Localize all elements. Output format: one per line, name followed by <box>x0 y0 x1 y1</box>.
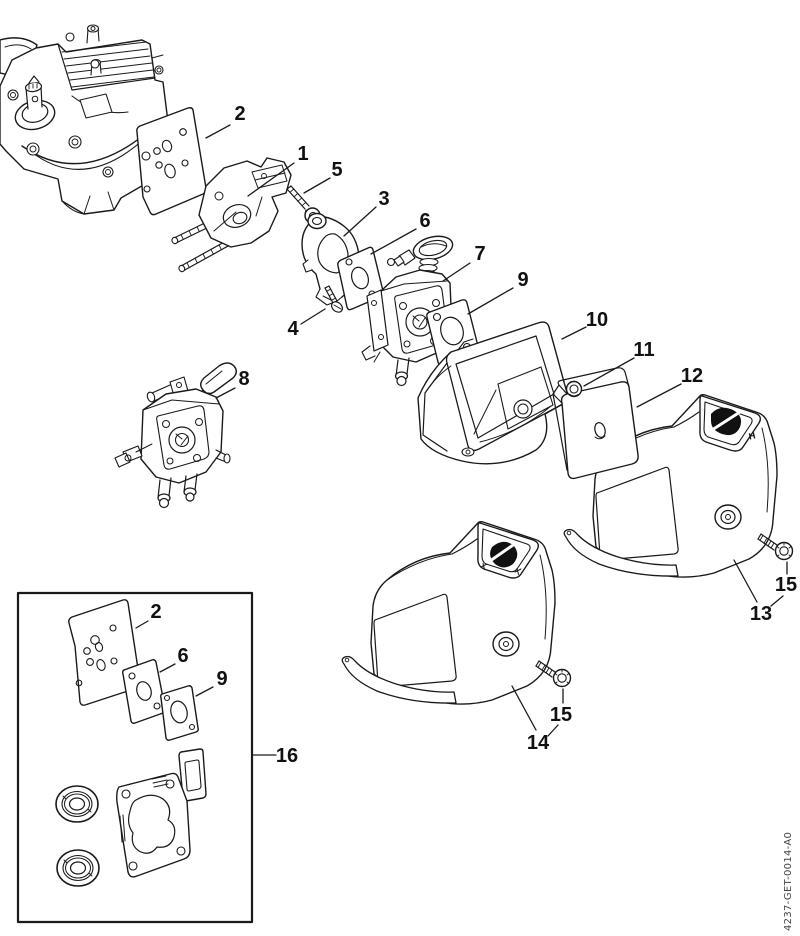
callout-labels: 2 1 5 3 6 7 4 9 8 10 11 12 13 15 14 15 2… <box>150 103 797 767</box>
leader-3 <box>343 206 377 237</box>
carburetor-bracket-1 <box>171 157 292 273</box>
inset-crankcase-gasket <box>116 772 191 878</box>
callout-7: 7 <box>474 243 485 265</box>
inset-gasket-2 <box>68 599 141 706</box>
callout-11: 11 <box>633 339 654 361</box>
leader-2 <box>205 124 231 139</box>
collar-nut-11 <box>565 380 583 398</box>
inset-exhaust-gasket <box>178 748 207 802</box>
carburetor-7 <box>361 235 454 387</box>
leader-1 <box>247 162 295 197</box>
gasket-set-box-16 <box>16 591 254 924</box>
season-symbol-marks <box>480 563 522 575</box>
leader-15-bottom <box>547 688 564 737</box>
callout-14: 14 <box>527 732 550 754</box>
callout-10: 10 <box>586 309 608 331</box>
callout-4: 4 <box>287 318 299 340</box>
inset-gasket-9 <box>159 685 199 741</box>
screw-4 <box>324 285 344 313</box>
leader-inset-6 <box>159 663 176 673</box>
callout-inset-6: 6 <box>177 645 188 667</box>
carburetor-assembly-8 <box>114 362 237 509</box>
callout-15-bottom: 15 <box>550 704 572 726</box>
callout-13: 13 <box>750 603 772 625</box>
callout-6: 6 <box>419 210 430 232</box>
clamp-3 <box>301 212 361 306</box>
callout-2: 2 <box>234 103 245 125</box>
leader-7 <box>442 262 471 282</box>
leader-4 <box>300 308 326 325</box>
leader-9 <box>467 287 514 315</box>
screw-15-bottom <box>535 660 572 688</box>
leader-inset-9 <box>195 686 214 697</box>
engine-block <box>0 24 172 215</box>
leader-inset-2 <box>135 620 149 629</box>
callout-inset-2: 2 <box>150 601 161 623</box>
callout-inset-9: 9 <box>216 668 227 690</box>
inset-bearing-upper <box>55 785 99 823</box>
leader-11 <box>583 357 635 387</box>
leader-13 <box>733 559 758 603</box>
leader-5 <box>303 177 331 194</box>
callout-8: 8 <box>238 368 249 390</box>
diagram-code: 4237-GET-0014-A0 <box>783 832 794 931</box>
inset-bearing-lower <box>56 849 100 887</box>
leader-lines <box>135 124 788 756</box>
air-filter-housing-10 <box>417 321 569 465</box>
callout-3: 3 <box>378 188 389 210</box>
leader-15-right <box>770 561 788 607</box>
callout-1: 1 <box>297 143 308 165</box>
filter-element-12 <box>552 367 639 480</box>
leader-6 <box>370 228 417 255</box>
callout-16: 16 <box>276 745 298 767</box>
leader-14 <box>511 685 537 731</box>
leader-12 <box>636 383 682 408</box>
leader-8 <box>215 387 236 399</box>
callout-15-right: 15 <box>775 574 797 596</box>
callout-12: 12 <box>681 365 703 387</box>
callout-9: 9 <box>517 269 528 291</box>
filter-cover-14 <box>341 521 556 705</box>
cover-h-marking: H <box>748 430 756 441</box>
screw-15-right <box>757 533 794 561</box>
intake-gasket-2 <box>136 107 207 216</box>
leader-10 <box>561 326 587 340</box>
callout-5: 5 <box>331 159 342 181</box>
